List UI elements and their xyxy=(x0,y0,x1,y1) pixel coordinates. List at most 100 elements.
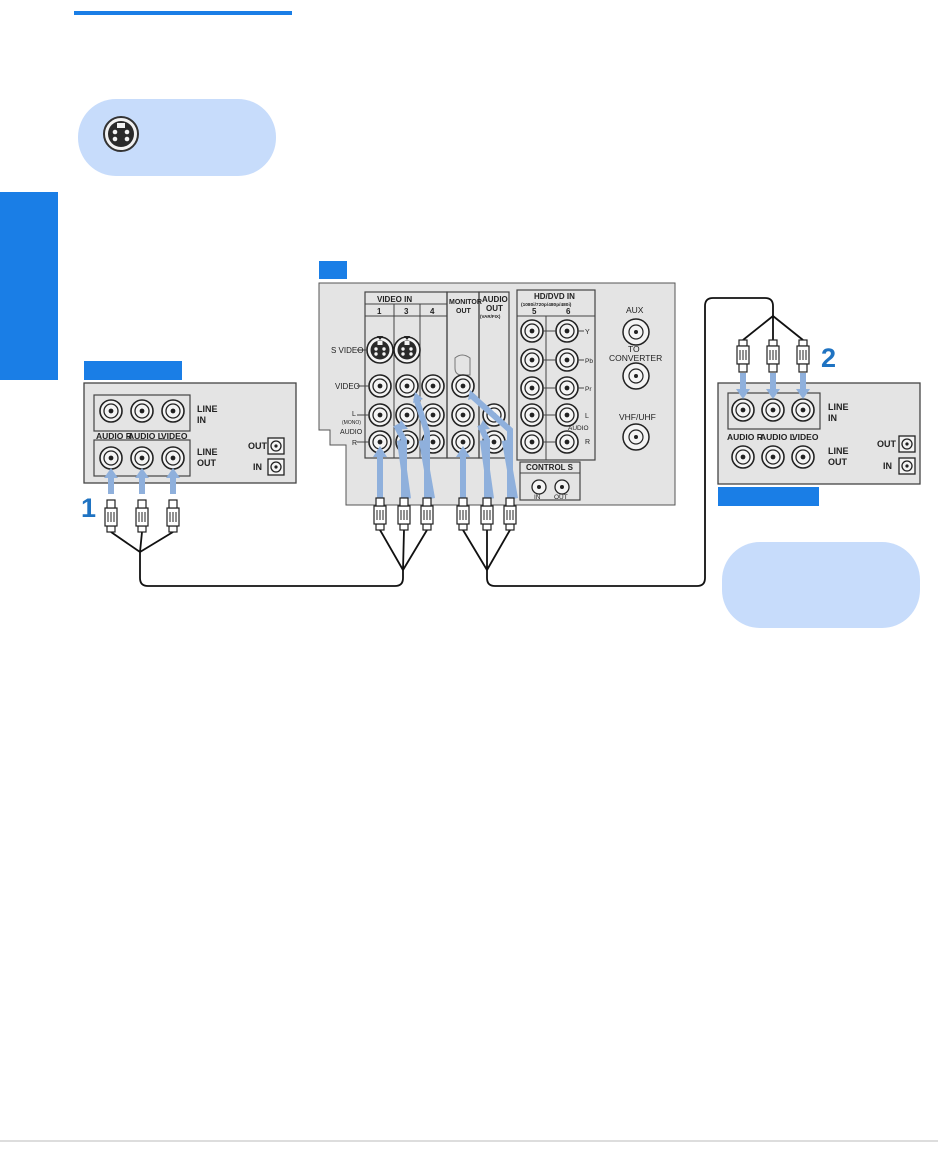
hd5-y-jack xyxy=(520,319,544,343)
right-line-out-jack-1 xyxy=(731,445,755,469)
right-line-out-label-2: OUT xyxy=(828,457,848,467)
left-line-out-label-2: OUT xyxy=(197,458,217,468)
left-vcr-label-bar xyxy=(84,361,182,380)
left-audio-r-label: AUDIO R xyxy=(96,431,132,441)
right-line-in-video-jack xyxy=(791,398,815,422)
left-out-label: OUT xyxy=(248,441,268,451)
right-audio-r-label: AUDIO R xyxy=(727,432,763,442)
audio-out-sub-label: (VAR/FIX) xyxy=(480,314,501,319)
svideo-connector-icon xyxy=(100,115,144,153)
monitor-out-label-2: OUT xyxy=(456,308,472,315)
vhf-uhf-label: VHF/UHF xyxy=(619,412,656,422)
tv-rear-panel xyxy=(318,282,676,506)
left-in-label: IN xyxy=(253,462,262,472)
right-plug-3 xyxy=(796,339,810,373)
component-pb-label: Pb xyxy=(585,358,593,365)
control-s-out-label: OUT xyxy=(554,494,568,501)
hd5-pb-jack xyxy=(520,348,544,372)
tv-audio-r-label: R xyxy=(352,440,357,447)
tv-video-label: VIDEO xyxy=(335,382,360,391)
hd5-audio-r-jack xyxy=(520,430,544,454)
hd6-audio-r-jack xyxy=(555,430,579,454)
tv-plug-3 xyxy=(420,497,434,531)
monitor-out-label-1: MONITOR xyxy=(449,299,482,306)
right-line-in-label-2: IN xyxy=(828,413,837,423)
right-line-out-jack-2 xyxy=(761,445,785,469)
tv-audio-mono-label: (MONO) xyxy=(342,420,361,426)
right-vcr-panel xyxy=(717,382,921,485)
hd-audio-r-label: R xyxy=(585,439,590,446)
tv-plug-2 xyxy=(397,497,411,531)
tv-label-bar xyxy=(319,261,347,279)
left-line-out-audio-r-jack xyxy=(99,446,123,470)
right-line-in-audio-l-jack xyxy=(761,398,785,422)
video-in-number-3: 3 xyxy=(404,307,409,316)
left-cable xyxy=(110,529,428,587)
svideo-1-jack xyxy=(366,336,394,364)
right-rf-out-jack xyxy=(898,435,916,453)
tv-plug-4 xyxy=(456,497,470,531)
aux-label: AUX xyxy=(626,305,644,315)
right-out-label: OUT xyxy=(877,439,897,449)
control-s-label: CONTROL S xyxy=(526,463,574,472)
header-accent-line xyxy=(74,11,292,15)
step-number-1: 1 xyxy=(81,493,97,523)
tv-plug-1 xyxy=(373,497,387,531)
left-rf-out-jack xyxy=(267,437,285,455)
right-plug-2 xyxy=(766,339,780,373)
left-line-in-label-1: LINE xyxy=(197,404,218,414)
left-line-in-jack-2 xyxy=(130,399,154,423)
hd-dvd-in-label: HD/DVD IN xyxy=(534,292,575,301)
left-line-in-jack-1 xyxy=(99,399,123,423)
left-plug-2 xyxy=(135,499,149,533)
hd-number-5: 5 xyxy=(532,307,537,316)
hd6-pb-jack xyxy=(555,348,579,372)
left-plug-3 xyxy=(166,499,180,533)
svideo-callout xyxy=(78,99,276,176)
left-rf-in-jack xyxy=(267,458,285,476)
tv-audio-l-label: L xyxy=(352,411,356,418)
hd6-pr-jack xyxy=(555,376,579,400)
video-in-number-1: 1 xyxy=(377,307,382,316)
left-line-out-video-jack xyxy=(161,446,185,470)
tv-video-in-4-jack xyxy=(421,374,445,398)
control-s-in-label: IN xyxy=(534,494,541,501)
tv-input-arrow-shafts xyxy=(393,393,513,499)
right-line-in-audio-r-jack xyxy=(731,398,755,422)
audio-out-label-2: OUT xyxy=(486,304,503,313)
audio-out-label-1: AUDIO xyxy=(482,295,508,304)
s-video-label: S VIDEO xyxy=(331,346,363,355)
left-audio-l-label: AUDIO L xyxy=(128,431,163,441)
hd-number-6: 6 xyxy=(566,307,571,316)
component-y-label: Y xyxy=(585,329,590,336)
tv-plug-6 xyxy=(503,497,517,531)
tv-audio-l-in-3-jack xyxy=(395,403,419,427)
right-line-out-label-1: LINE xyxy=(828,446,849,456)
sidebar-tab xyxy=(0,192,58,380)
tv-monitor-out-l-jack xyxy=(451,403,475,427)
right-rf-in-jack xyxy=(898,457,916,475)
left-line-out-audio-l-jack xyxy=(130,446,154,470)
right-cable xyxy=(462,297,804,587)
note-callout xyxy=(722,542,920,628)
right-plug-1 xyxy=(736,339,750,373)
step-number-2: 2 xyxy=(821,343,837,373)
hd-audio-l-label: L xyxy=(585,413,589,420)
left-line-out-label-1: LINE xyxy=(197,447,218,457)
hd-dvd-sub-label: (1080i/720p/480p/480i) xyxy=(521,302,572,308)
video-in-number-4: 4 xyxy=(430,307,435,316)
right-vcr-arrows xyxy=(736,373,810,399)
hd5-audio-l-jack xyxy=(520,403,544,427)
left-plug-1 xyxy=(104,499,118,533)
converter-label: CONVERTER xyxy=(609,353,662,363)
left-line-in-jack-3 xyxy=(161,399,185,423)
tv-plug-5 xyxy=(480,497,494,531)
video-in-label: VIDEO IN xyxy=(377,295,412,304)
hd6-audio-l-jack xyxy=(555,403,579,427)
hd-audio-label: AUDIO xyxy=(568,425,589,432)
right-vcr-label-bar xyxy=(718,487,819,506)
tv-audio-l-in-1-jack xyxy=(368,403,392,427)
left-video-label: VIDEO xyxy=(161,431,188,441)
right-audio-l-label: AUDIO L xyxy=(760,432,795,442)
hd5-pr-jack xyxy=(520,376,544,400)
